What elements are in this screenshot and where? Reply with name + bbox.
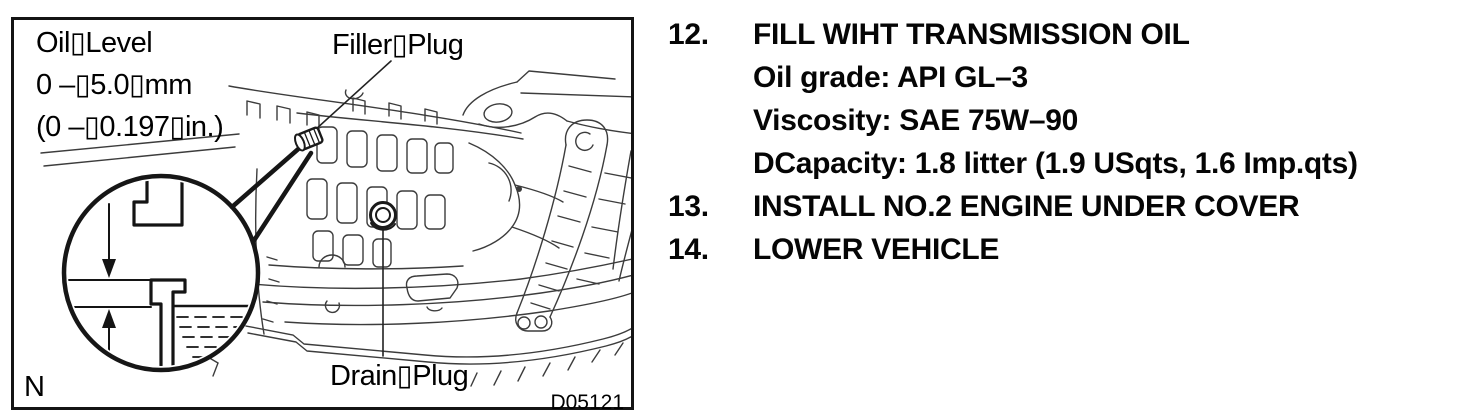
drain-plug-label: Drain▯Plug [330, 360, 469, 392]
filler-plug-drawing [293, 126, 324, 152]
step-number: 14. [668, 233, 709, 266]
step-13: 13. INSTALL NO.2 ENGINE UNDER COVER [668, 185, 1468, 228]
callout-circle [61, 141, 314, 373]
figure-corner-mark: N [24, 371, 45, 403]
step-12: 12. FILL WIHT TRANSMISSION OIL Oil grade… [668, 13, 1468, 185]
step-detail: Oil grade: API GL–3 [753, 61, 1028, 94]
drain-plug-drawing [369, 201, 397, 231]
figure-drawing [40, 60, 631, 387]
filler-plug-label: Filler▯Plug [332, 29, 464, 61]
oil-level-note-line3: (0 –▯0.197▯in.) [36, 111, 224, 143]
oil-level-note: Oil▯Level 0 –▯5.0▯mm (0 –▯0.197▯in.) [36, 22, 224, 148]
step-14: 14. LOWER VEHICLE [668, 228, 1468, 271]
figure-code: D05121 [550, 391, 624, 414]
oil-level-note-line2: 0 –▯5.0▯mm [36, 69, 192, 101]
underbody-drawing [40, 70, 631, 387]
step-title: LOWER VEHICLE [753, 233, 1000, 266]
oil-level-note-line1: Oil▯Level [36, 27, 153, 59]
figure-frame: Oil▯Level 0 –▯5.0▯mm (0 –▯0.197▯in.) Fil… [11, 17, 634, 414]
instruction-list: 12. FILL WIHT TRANSMISSION OIL Oil grade… [668, 13, 1468, 271]
step-detail: DCapacity: 1.8 litter (1.9 USqts, 1.6 Im… [753, 147, 1358, 180]
step-number: 13. [668, 190, 709, 223]
step-title: INSTALL NO.2 ENGINE UNDER COVER [753, 190, 1300, 223]
filler-plug-pointer [314, 60, 392, 131]
step-number: 12. [668, 18, 709, 51]
step-title: FILL WIHT TRANSMISSION OIL [753, 18, 1190, 51]
step-detail: Viscosity: SAE 75W–90 [753, 104, 1078, 137]
